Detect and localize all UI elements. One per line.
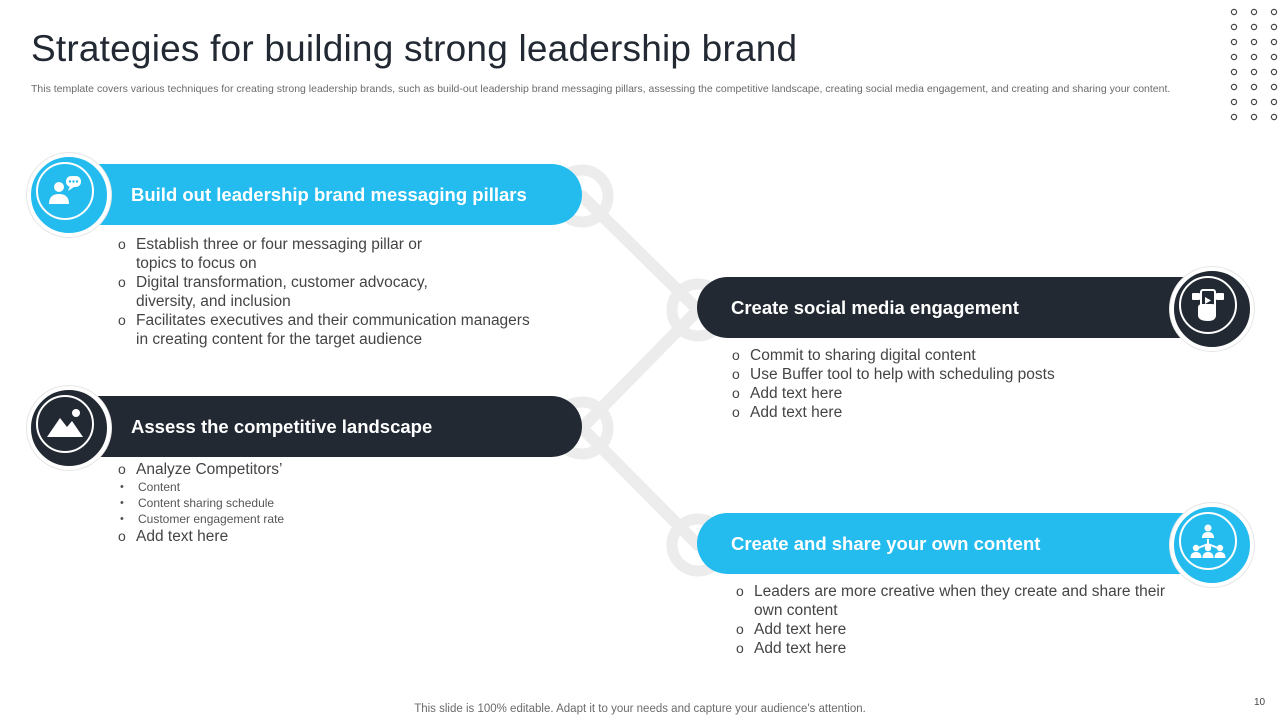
- competitor-sublist: Content Content sharing schedule Custome…: [118, 479, 548, 527]
- people-chat-icon: [49, 176, 81, 204]
- strategy-badge-messaging-pillars: [27, 153, 111, 237]
- strategy-bar-own-content: Create and share your own content: [697, 513, 1217, 574]
- list-item: Add text here: [118, 527, 548, 546]
- page-number: 10: [1254, 697, 1266, 708]
- slide-subtitle: This template covers various techniques …: [31, 83, 1171, 95]
- strategy-list-competitive-landscape: Analyze Competitors’ Content Content sha…: [118, 460, 548, 546]
- list-item: Establish three or four messaging pillar…: [118, 235, 436, 273]
- strategy-badge-social-media: [1170, 267, 1254, 351]
- strategy-heading: Build out leadership brand messaging pil…: [131, 183, 527, 205]
- list-item: Add text here: [732, 403, 1132, 422]
- strategy-heading: Assess the competitive landscape: [131, 415, 433, 437]
- list-item: Add text here: [736, 639, 1181, 658]
- strategy-bar-messaging-pillars: Build out leadership brand messaging pil…: [64, 164, 582, 225]
- team-hierarchy-icon: [1190, 524, 1226, 558]
- sub-list-item: Content sharing schedule: [118, 495, 548, 511]
- landscape-image-icon: [47, 409, 83, 437]
- strategy-list-own-content: Leaders are more creative when they crea…: [736, 582, 1181, 658]
- strategy-heading: Create and share your own content: [731, 532, 1041, 554]
- list-item: Add text here: [732, 384, 1132, 403]
- slide-footer: This slide is 100% editable. Adapt it to…: [414, 703, 866, 715]
- phone-social-icon: [1192, 289, 1224, 321]
- strategy-bar-competitive-landscape: Assess the competitive landscape: [64, 396, 582, 457]
- dot-grid-decoration: [1230, 8, 1278, 121]
- strategy-bar-social-media: Create social media engagement: [697, 277, 1217, 338]
- strategy-badge-competitive-landscape: [27, 386, 111, 470]
- strategy-list-social-media: Commit to sharing digital content Use Bu…: [732, 346, 1132, 422]
- sub-list-item: Customer engagement rate: [118, 511, 548, 527]
- slide-title: Strategies for building strong leadershi…: [31, 28, 798, 69]
- list-item: Leaders are more creative when they crea…: [736, 582, 1181, 620]
- strategy-heading: Create social media engagement: [731, 296, 1019, 318]
- strategy-list-messaging-pillars: Establish three or four messaging pillar…: [118, 235, 548, 349]
- list-item: Analyze Competitors’: [118, 460, 548, 479]
- list-item: Commit to sharing digital content: [732, 346, 1132, 365]
- sub-list-item: Content: [118, 479, 548, 495]
- list-item: Facilitates executives and their communi…: [118, 311, 546, 349]
- list-item: Use Buffer tool to help with scheduling …: [732, 365, 1132, 384]
- list-item: Digital transformation, customer advocac…: [118, 273, 436, 311]
- strategy-badge-own-content: [1170, 503, 1254, 587]
- list-item: Add text here: [736, 620, 1181, 639]
